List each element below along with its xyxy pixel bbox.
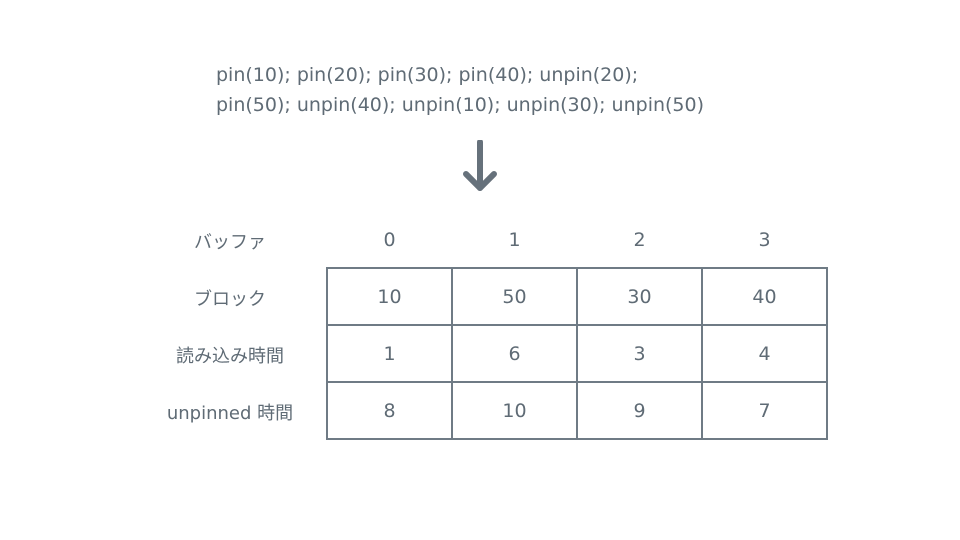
table-cell: 8 bbox=[326, 381, 453, 440]
table-cell: 1 bbox=[326, 324, 453, 383]
header-label-buffer: バッファ bbox=[194, 232, 266, 253]
table-cell: 10 bbox=[451, 381, 578, 440]
column-header-1: 1 bbox=[508, 229, 521, 251]
table-cell: 4 bbox=[701, 324, 828, 383]
column-header-3: 3 bbox=[758, 229, 771, 251]
table-cell: 6 bbox=[451, 324, 578, 383]
down-arrow-icon bbox=[463, 140, 497, 191]
table-cell: 30 bbox=[576, 267, 703, 326]
row-label-unpinned-time: unpinned 時間 bbox=[166, 403, 294, 424]
operation-line-2: pin(50); unpin(40); unpin(10); unpin(30)… bbox=[216, 94, 705, 116]
buffer-table: 10 50 30 40 1 6 3 4 8 10 9 7 bbox=[326, 267, 828, 440]
column-header-2: 2 bbox=[633, 229, 646, 251]
table-row-block: 10 50 30 40 bbox=[326, 267, 828, 326]
table-cell: 3 bbox=[576, 324, 703, 383]
row-label-load-time: 読み込み時間 bbox=[176, 346, 284, 367]
column-header-0: 0 bbox=[383, 229, 396, 251]
table-cell: 7 bbox=[701, 381, 828, 440]
table-cell: 40 bbox=[701, 267, 828, 326]
row-label-block: ブロック bbox=[194, 289, 266, 310]
table-row-unpinned-time: 8 10 9 7 bbox=[326, 381, 828, 440]
operation-line-1: pin(10); pin(20); pin(30); pin(40); unpi… bbox=[216, 64, 639, 86]
table-cell: 9 bbox=[576, 381, 703, 440]
operation-sequence: pin(10); pin(20); pin(30); pin(40); unpi… bbox=[216, 60, 856, 120]
table-cell: 10 bbox=[326, 267, 453, 326]
table-row-load-time: 1 6 3 4 bbox=[326, 324, 828, 383]
table-cell: 50 bbox=[451, 267, 578, 326]
